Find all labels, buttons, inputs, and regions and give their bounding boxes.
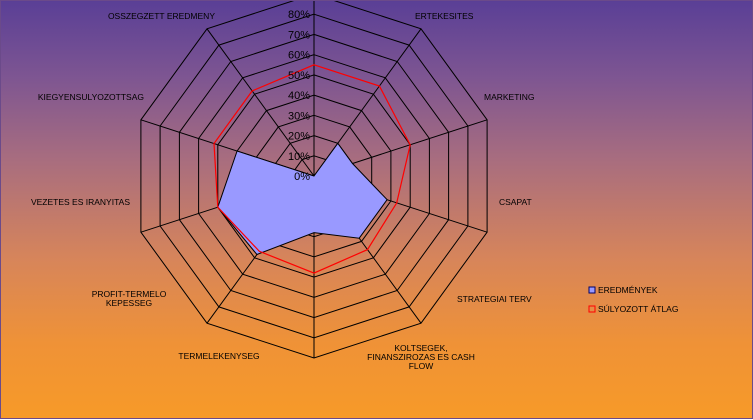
tick-label: 40% [288,90,310,102]
category-label: ERTEKESITES [415,11,474,21]
category-label: FLOW [409,361,434,371]
tick-label: 0% [294,171,310,183]
category-label: PROFIT-TERMELO [92,289,167,299]
category-label: KIEGYENSULYOZOTTSAG [38,92,144,102]
tick-label: 10% [288,151,310,163]
tick-label: 50% [288,70,310,82]
category-label: CSAPAT [499,197,532,207]
tick-label: 30% [288,110,310,122]
legend-label-eredmenyek: EREDMÉNYEK [598,285,658,295]
category-label: KEPESSEG [106,298,152,308]
tick-label: 20% [288,131,310,143]
tick-label: 80% [288,9,310,21]
legend-label-sulyozott-atlag: SÚLYOZOTT ÁTLAG [598,304,678,314]
category-label: STRATEGIAI TERV [457,294,532,304]
category-label: OSSZEGZETT EREDMENY [108,11,215,21]
series-area-eredmenyek [217,142,388,256]
category-label: KOLTSEGEK, [394,343,447,353]
legend-swatch-eredmenyek [588,286,596,294]
legend-swatch-sulyozott-atlag [588,305,596,313]
category-label: TERMELEKENYSEG [178,351,259,361]
radar-series [213,64,411,274]
radial-tick-labels: 0%10%20%30%40%50%60%70%80%90% [288,9,310,183]
category-label: MARKETING [484,92,535,102]
series-line-sulyozott-atlag [213,64,411,274]
tick-label: 70% [288,29,310,41]
category-label: FINANSZIROZAS ES CASH [367,352,475,362]
category-label: VEZETES ES IRANYITAS [31,197,130,207]
category-labels: ERTEKESITES MARKETING CSAPAT STRATEGIAI TER… [31,11,535,371]
legend: EREDMÉNYEK SÚLYOZOTT ÁTLAG [588,285,678,314]
tick-label: 60% [288,50,310,62]
grid-spoke [206,28,315,177]
